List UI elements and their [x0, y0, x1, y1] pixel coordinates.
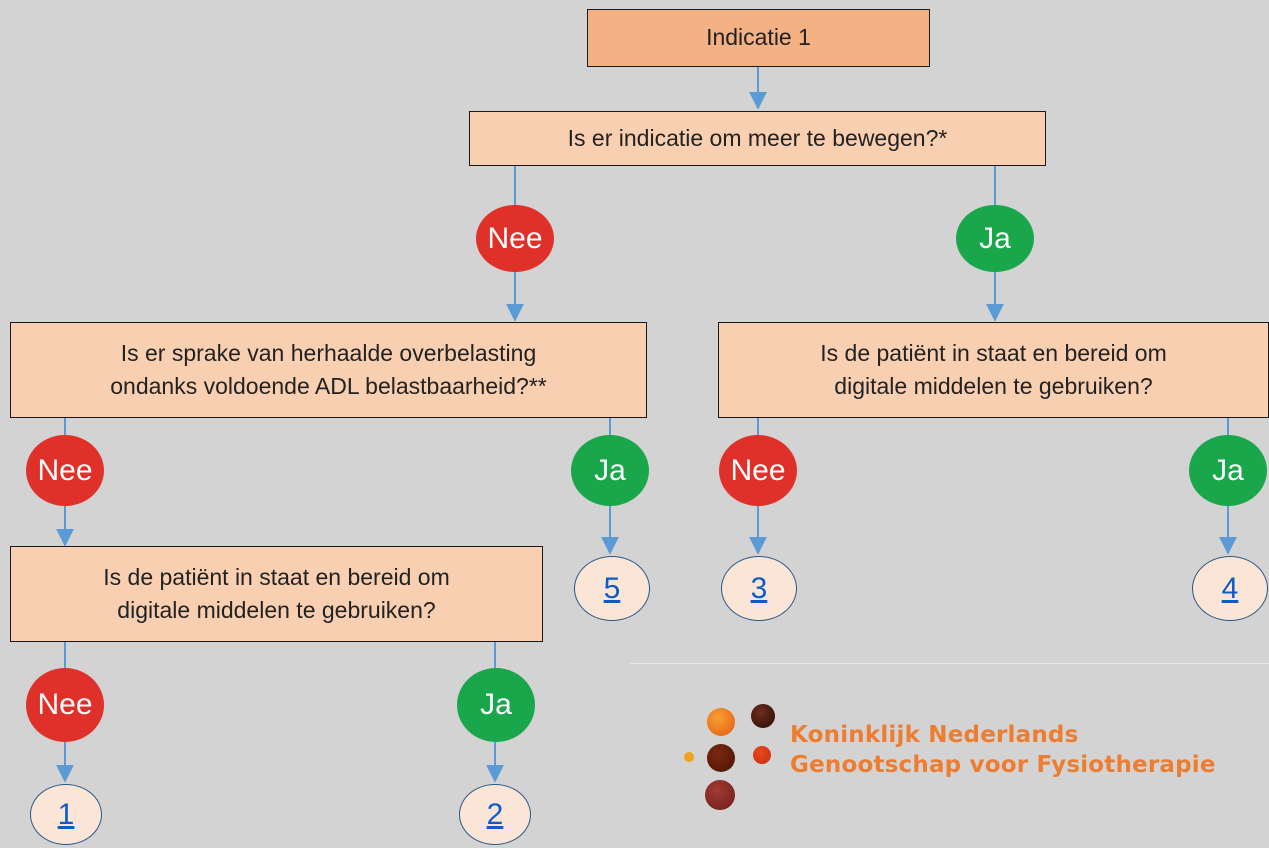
- answer-yes-q1: Ja: [956, 205, 1034, 272]
- outcome-5: 5: [574, 556, 650, 621]
- outcome-3-link[interactable]: 3: [750, 571, 768, 605]
- question-box-1: Is er indicatie om meer te bewegen?*: [469, 111, 1046, 166]
- question-box-3: Is de patiënt in staat en bereid om digi…: [718, 322, 1269, 418]
- question-2-line-2: ondanks voldoende ADL belastbaarheid?**: [110, 373, 547, 399]
- answer-no-q2: Nee: [26, 435, 104, 506]
- answer-no-q3: Nee: [719, 435, 797, 506]
- question-2-line-1: Is er sprake van herhaalde overbelasting: [120, 339, 537, 366]
- outcome-2: 2: [459, 784, 531, 845]
- logo-line-1: Koninklijk Nederlands: [790, 722, 1079, 748]
- logo-text: Koninklijk Nederlands Genootschap voor F…: [790, 720, 1216, 780]
- question-4-line-2: digitale middelen te gebruiken?: [117, 597, 436, 623]
- outcome-4: 4: [1192, 556, 1268, 621]
- title-box: Indicatie 1: [587, 9, 930, 67]
- question-box-2: Is er sprake van herhaalde overbelasting…: [10, 322, 647, 418]
- outcome-4-link[interactable]: 4: [1221, 571, 1239, 605]
- outcome-1-link[interactable]: 1: [57, 797, 75, 831]
- outcome-1: 1: [30, 784, 102, 845]
- question-1-text: Is er indicatie om meer te bewegen?*: [567, 124, 948, 151]
- question-4-line-1: Is de patiënt in staat en bereid om: [103, 563, 450, 590]
- answer-no-q1: Nee: [476, 205, 554, 272]
- logo-dot-maroon: [705, 780, 735, 810]
- title-text: Indicatie 1: [706, 24, 811, 51]
- answer-no-q4: Nee: [26, 668, 104, 742]
- logo-dot-red: [753, 746, 771, 764]
- separator-line: [630, 663, 1269, 664]
- question-3-line-2: digitale middelen te gebruiken?: [834, 373, 1153, 399]
- outcome-3: 3: [721, 556, 797, 621]
- answer-yes-q4: Ja: [457, 668, 535, 742]
- outcome-5-link[interactable]: 5: [603, 571, 621, 605]
- logo-dot-brown: [707, 744, 735, 772]
- logo-dot-small-yellow: [684, 752, 694, 762]
- outcome-2-link[interactable]: 2: [486, 797, 504, 831]
- answer-yes-q3: Ja: [1189, 435, 1267, 506]
- logo-dot-dark: [751, 704, 775, 728]
- logo-dot-orange: [707, 708, 735, 736]
- logo-line-2: Genootschap voor Fysiotherapie: [790, 752, 1216, 778]
- question-box-4: Is de patiënt in staat en bereid om digi…: [10, 546, 543, 642]
- kngf-logo: Koninklijk Nederlands Genootschap voor F…: [680, 700, 1240, 810]
- answer-yes-q2: Ja: [571, 435, 649, 506]
- question-3-line-1: Is de patiënt in staat en bereid om: [820, 339, 1167, 366]
